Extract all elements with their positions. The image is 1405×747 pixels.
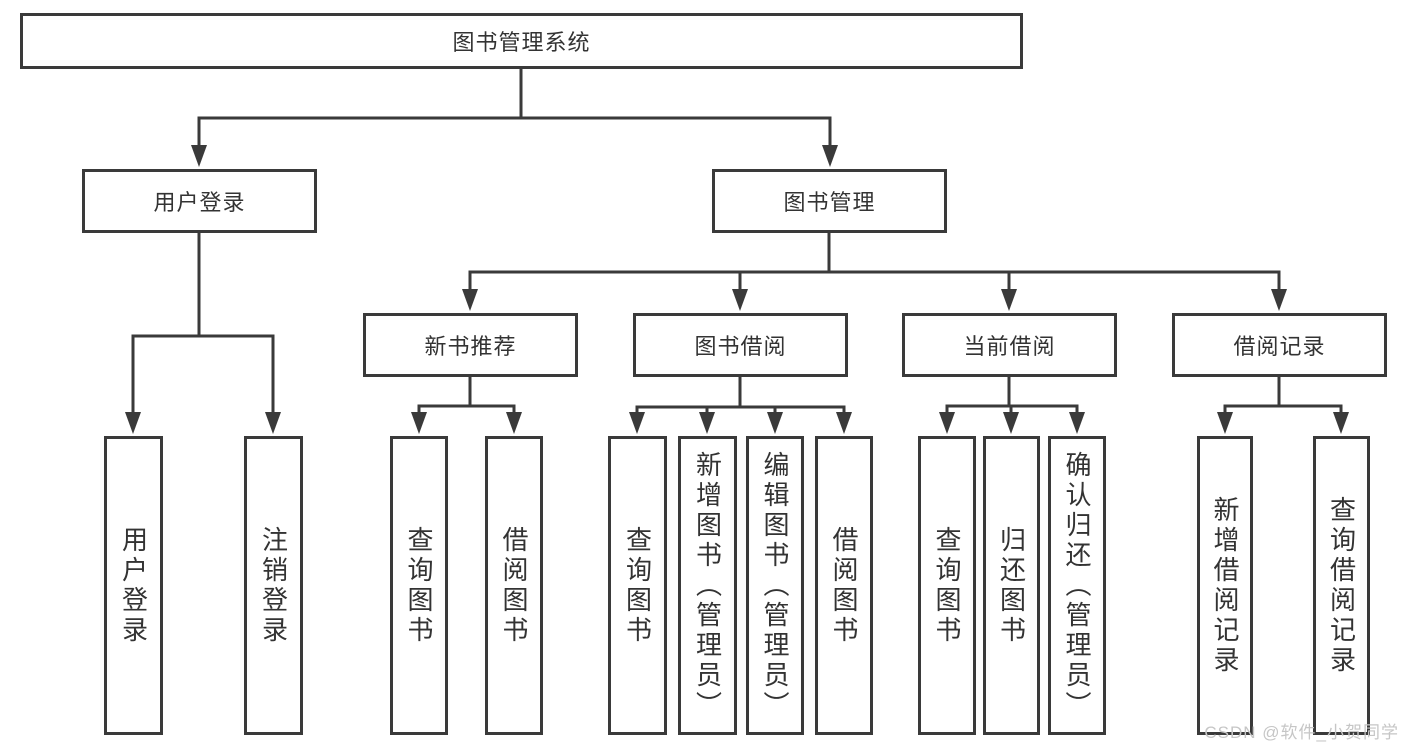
node-label: 借阅记录 [1233,334,1326,359]
node-label: 新书推荐 [424,334,517,359]
leaf-label: 新增图书（管理员） [692,450,723,721]
leaf-user-login: 用户登录 [104,436,163,735]
leaf-borrow-books: 借阅图书 [815,436,873,735]
leaf-label: 用户登录 [118,525,149,646]
node-label: 当前借阅 [963,334,1056,359]
node-library-management-system: 图书管理系统 [20,13,1023,69]
node-book-management: 图书管理 [712,169,947,233]
leaf-label: 查询借阅记录 [1326,495,1357,676]
leaf-query-books-recommend: 查询图书 [390,436,448,735]
leaf-confirm-return-admin: 确认归还（管理员） [1048,436,1106,735]
leaf-add-books-admin: 新增图书（管理员） [678,436,737,735]
leaf-label: 编辑图书（管理员） [760,450,790,721]
leaf-label: 新增借阅记录 [1210,495,1240,676]
leaf-label: 借阅图书 [829,525,859,646]
leaf-label: 归还图书 [996,525,1027,646]
leaf-query-borrow-record: 查询借阅记录 [1313,436,1370,735]
leaf-borrow-books-recommend: 借阅图书 [485,436,543,735]
node-borrowing-records: 借阅记录 [1172,313,1387,377]
leaf-label: 查询图书 [404,525,434,646]
leaf-label: 确认归还（管理员） [1062,450,1092,721]
node-book-borrowing: 图书借阅 [633,313,848,377]
node-new-book-recommendation: 新书推荐 [363,313,578,377]
leaf-add-borrow-record: 新增借阅记录 [1197,436,1253,735]
node-label: 图书管理 [783,190,876,215]
leaf-label: 查询图书 [932,525,962,646]
node-user-login: 用户登录 [82,169,317,233]
leaf-label: 借阅图书 [499,525,529,646]
leaf-return-books: 归还图书 [983,436,1040,735]
leaf-query-books-current: 查询图书 [918,436,976,735]
leaf-label: 注销登录 [258,525,289,646]
node-current-borrowing: 当前借阅 [902,313,1117,377]
leaf-logout: 注销登录 [244,436,303,735]
node-label: 图书借阅 [694,334,787,359]
node-label: 图书管理系统 [452,30,591,55]
leaf-label: 查询图书 [622,525,653,646]
node-label: 用户登录 [153,190,246,215]
leaf-query-books-borrow: 查询图书 [608,436,667,735]
leaf-edit-books-admin: 编辑图书（管理员） [746,436,804,735]
